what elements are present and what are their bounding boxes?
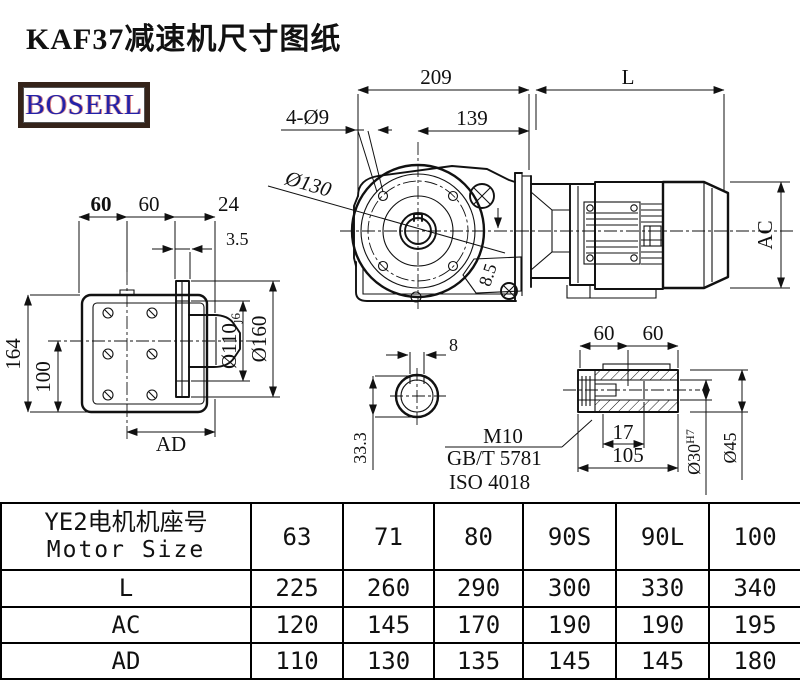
table-header-row: YE2电机机座号 Motor Size 63 71 80 90S 90L 100	[0, 501, 800, 572]
dim-8: 8	[449, 335, 458, 355]
dim-105: 105	[612, 443, 644, 467]
output-flange-plate	[514, 172, 532, 302]
dim-o30H7: Ø30H7	[683, 429, 704, 475]
thread-ticks	[581, 376, 591, 406]
col-90S: 90S	[522, 501, 617, 572]
dim-o45: Ø45	[720, 433, 740, 464]
cell-AD-90L: 145	[615, 641, 710, 680]
col-80: 80	[433, 501, 524, 572]
dim-8-5: 8.5	[475, 261, 501, 289]
header-cn: YE2电机机座号	[44, 508, 208, 537]
dim-o110j6: Ø110j6	[217, 313, 243, 370]
dim-139: 139	[456, 106, 488, 130]
dim-60-a: 60	[91, 192, 112, 216]
hollow-shaft-detail	[563, 363, 700, 413]
motor-feet	[566, 285, 657, 299]
col-63: 63	[250, 501, 344, 572]
stator-lines	[586, 212, 638, 254]
dim-o160: Ø160	[247, 316, 271, 363]
cell-AC-90L: 190	[615, 605, 710, 644]
cell-AC-71: 145	[342, 605, 435, 644]
cell-L-80: 290	[433, 569, 524, 608]
cell-AC-80: 170	[433, 605, 524, 644]
table-row-AC: AC 120 145 170 190 190 195	[0, 605, 800, 644]
bell-adapter	[530, 183, 571, 279]
front-view-gearbox: 8.5	[340, 142, 795, 312]
terminal-detail	[643, 225, 662, 247]
dim-60-b: 60	[139, 192, 160, 216]
dim-3-5: 3.5	[226, 229, 249, 249]
col-100: 100	[708, 501, 800, 572]
oil-panel	[462, 256, 522, 294]
cell-L-90L: 330	[615, 569, 710, 608]
breather-plug-icon	[469, 183, 495, 209]
row-label-AD: AD	[0, 641, 252, 680]
thread-spec-m10: M10	[483, 424, 523, 448]
cell-AC-100: 195	[708, 605, 800, 644]
dim-17: 17	[613, 420, 634, 444]
motor-side-view	[566, 180, 730, 299]
fan-cover	[661, 180, 730, 290]
standard-iso: ISO 4018	[449, 470, 530, 494]
left-side-view	[48, 272, 268, 440]
dim-209: 209	[420, 65, 452, 89]
drain-screw-icon	[500, 282, 518, 300]
side-flange-plate	[175, 280, 190, 398]
technical-drawing: 8.5	[1, 65, 795, 495]
dim-100: 100	[31, 361, 55, 393]
dim-60-c: 60	[594, 321, 615, 345]
page-title: KAF37减速机尺寸图纸	[26, 23, 342, 56]
cell-AD-71: 130	[342, 641, 435, 680]
cell-AD-90S: 145	[522, 641, 617, 680]
cell-AC-90S: 190	[522, 605, 617, 644]
dimension-annotations: 209 L 139 4-Ø9 Ø130 AC 60 60 24 3.5	[1, 65, 790, 495]
flange-bolt-holes	[377, 190, 459, 272]
cell-AD-100: 180	[708, 641, 800, 680]
dim-o130: Ø130	[282, 165, 335, 201]
col-90L: 90L	[615, 501, 710, 572]
dim-164: 164	[1, 338, 25, 370]
standard-gbt: GB/T 5781	[447, 446, 542, 470]
dim-AD: AD	[156, 432, 186, 456]
motor-size-table: YE2电机机座号 Motor Size 63 71 80 90S 90L 100…	[0, 501, 800, 680]
shaft-key-section	[390, 368, 446, 426]
cell-AD-80: 135	[433, 641, 524, 680]
cell-AC-63: 120	[250, 605, 344, 644]
table-row-L: L 225 260 290 300 330 340	[0, 569, 800, 608]
tapped-hole	[595, 383, 617, 397]
col-71: 71	[342, 501, 435, 572]
table-header-label: YE2电机机座号 Motor Size	[0, 501, 252, 572]
dim-AC: AC	[753, 220, 777, 249]
boserl-logo: BOSERL	[18, 82, 150, 128]
dim-60-d: 60	[643, 321, 664, 345]
header-en: Motor Size	[46, 537, 206, 564]
table-row-AD: AD 110 130 135 145 145 180	[0, 641, 800, 680]
cell-L-63: 225	[250, 569, 344, 608]
stator-frame	[583, 201, 641, 265]
boserl-logo-text: BOSERL	[25, 88, 143, 121]
cell-L-90S: 300	[522, 569, 617, 608]
dim-33-3: 33.3	[350, 432, 370, 464]
cell-L-71: 260	[342, 569, 435, 608]
dim-L: L	[622, 65, 635, 89]
cover-bolts	[102, 307, 158, 401]
dim-4-o9: 4-Ø9	[286, 105, 329, 129]
row-label-L: L	[0, 569, 252, 608]
cell-L-100: 340	[708, 569, 800, 608]
cell-AD-63: 110	[250, 641, 344, 680]
row-label-AC: AC	[0, 605, 252, 644]
dim-24: 24	[218, 192, 240, 216]
drain-plug	[410, 291, 422, 303]
